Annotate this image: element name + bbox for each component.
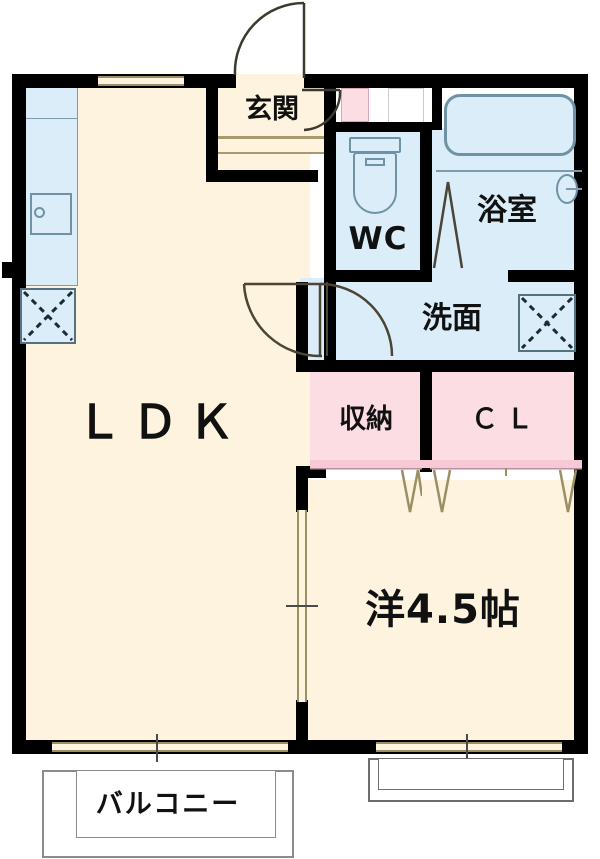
sink-drain-icon (34, 207, 45, 218)
wall-gap-top-left (98, 76, 184, 86)
shower-mixer-spout-icon (566, 188, 582, 190)
balcony-label: バルコニー (95, 788, 241, 820)
balcony-inner-outline (76, 770, 276, 838)
bedroom-window-tick (466, 734, 468, 762)
wall-storage-top (296, 360, 588, 372)
wall-outer-left (12, 74, 26, 754)
wall-bath-bottom-right (508, 270, 588, 282)
bath-zone-divider (436, 170, 582, 172)
bedroom-ledge-inner-outline (378, 758, 564, 790)
ldk-door-icon (242, 282, 324, 358)
storage-floor (310, 372, 420, 468)
genkan-floor (218, 82, 336, 154)
ldk-label: ＬＤＫ (76, 395, 244, 449)
sliding-door-tick (286, 605, 318, 607)
genkan-label: 玄関 (245, 93, 299, 125)
genkan-step-line2 (218, 152, 324, 154)
bath-folding-door-icon (432, 181, 464, 269)
wall-gap-genkan-door (236, 74, 304, 88)
closet-sill (310, 460, 582, 468)
washroom-door-icon (318, 282, 394, 357)
wall-wc-bottom (324, 270, 432, 282)
storage-folding-door-icon (310, 466, 422, 513)
wall-wc-right (420, 122, 432, 282)
genkan-step-line (218, 136, 324, 139)
wall-outer-right (574, 74, 588, 754)
ldk-balcony-window-tick (156, 734, 158, 762)
toilet-seat-notch-icon (365, 158, 385, 166)
bathtub-icon (444, 94, 576, 156)
kitchen-counter (20, 86, 78, 286)
storage-label: 収納 (339, 403, 393, 435)
wall-left-nub (2, 262, 14, 278)
wall-wc-top (330, 122, 432, 132)
washroom-label: 洗面 (422, 301, 482, 336)
wall-genkan-bottom (206, 170, 318, 182)
bedroom-label: 洋4.5帖 (365, 587, 521, 633)
bath-label: 浴室 (477, 193, 537, 228)
entrance-door-icon (233, 1, 306, 78)
wc-label: WC (348, 220, 408, 257)
closet-folding-door-icon (430, 466, 582, 513)
ldk-balcony-window-icon[interactable] (52, 742, 288, 752)
wall-bath-left (432, 74, 442, 130)
kitchen-window-x-icon (20, 288, 76, 344)
wall-storage-mid (420, 360, 432, 472)
wall-ldk-bedroom-upper (296, 282, 308, 372)
bedroom-floor (300, 480, 582, 754)
closet-floor (430, 372, 582, 468)
toilet-tank-icon (349, 137, 401, 153)
shoe-cabinet-icon (341, 88, 369, 122)
washroom-window-x-icon (518, 294, 576, 352)
meter-box-icon (388, 88, 424, 124)
shoe-box-door-icon (302, 88, 342, 132)
wc-door-jamb-icon (326, 282, 328, 356)
wall-ldk-bedroom-pillar-top (296, 466, 308, 512)
wall-genkan-left (206, 74, 218, 182)
wall-ldk-bedroom-pillar-bottom (296, 700, 308, 754)
kitchen-counter-divider (24, 118, 78, 119)
closet-label: ＣＬ (471, 403, 541, 435)
bedroom-window-icon[interactable] (376, 742, 562, 752)
